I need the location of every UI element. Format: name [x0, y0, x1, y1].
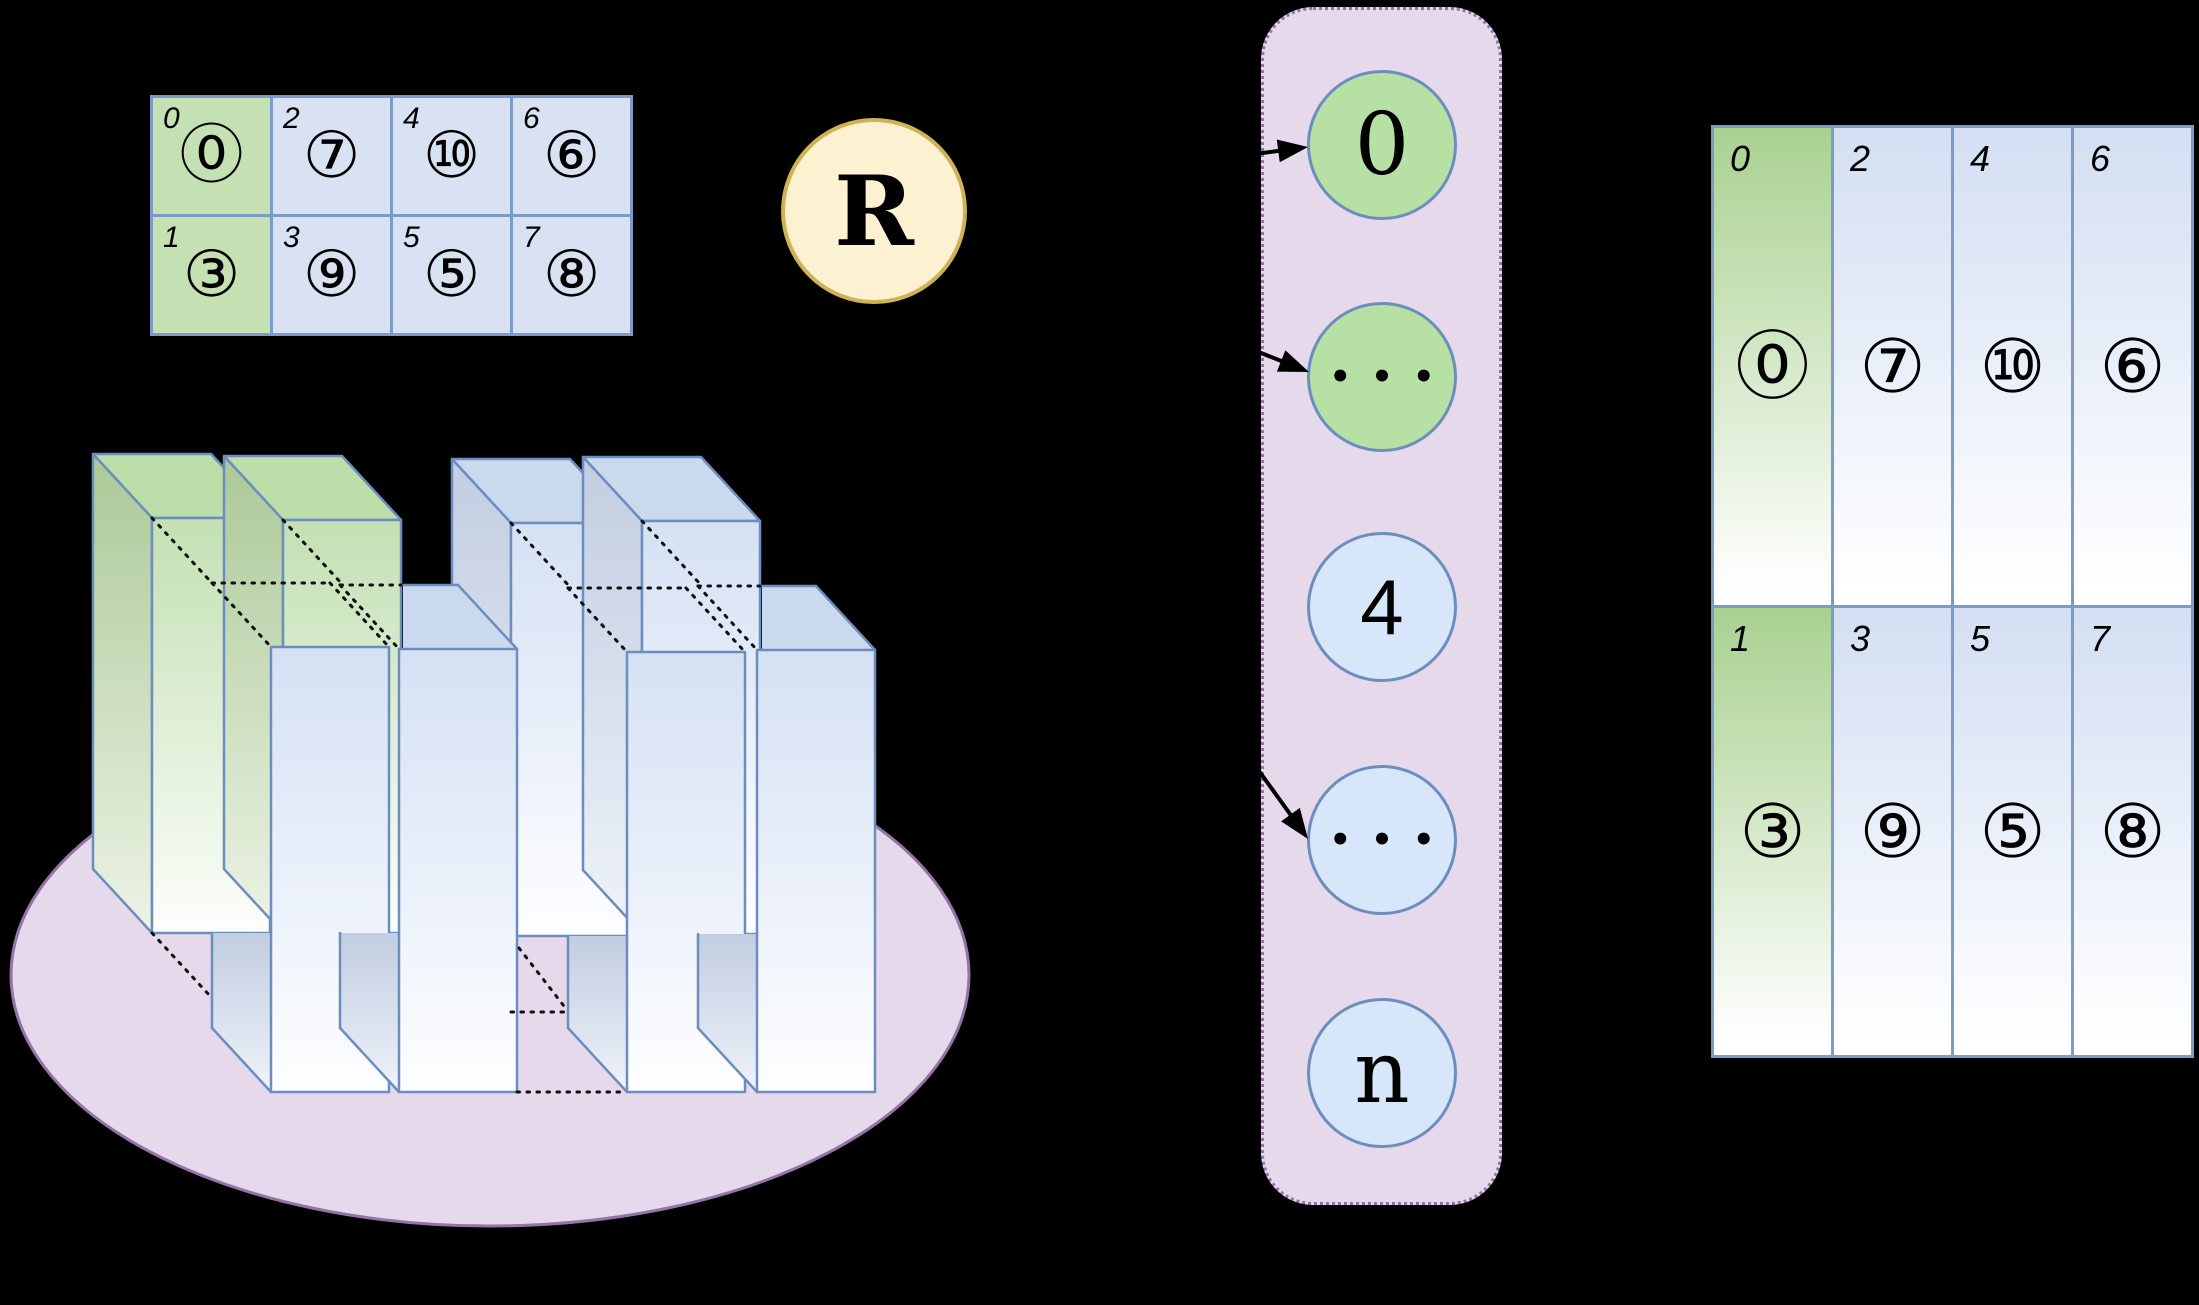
pointer-item-label: •••: [1329, 357, 1455, 397]
cell-value: ⑥: [542, 119, 601, 193]
cell-index: 2: [1850, 138, 1871, 179]
pointer-item-ellipsis: •••: [1307, 765, 1457, 915]
cell-index: 6: [523, 102, 540, 135]
cell-value: ③: [182, 238, 241, 312]
cell-value: ⑤: [1979, 788, 2046, 875]
cell-value: ⑨: [1859, 788, 1926, 875]
cell-index: 5: [403, 221, 420, 254]
relation-node: R: [781, 118, 967, 304]
pointer-item-0: 0: [1307, 70, 1457, 220]
pointer-item-4: 4: [1307, 532, 1457, 682]
cell-value: ⑥: [2099, 323, 2166, 410]
cell-value: ⓪: [1735, 323, 1810, 410]
cell-value: ⑤: [422, 238, 481, 312]
cell-value: ⑦: [302, 119, 361, 193]
cell-index: 7: [523, 221, 540, 254]
cell-value: ⑨: [302, 238, 361, 312]
cell-value: ⓪: [179, 119, 244, 193]
cell-value: ⑩: [1979, 323, 2046, 410]
cell-index: 1: [1730, 618, 1751, 659]
cell-index: 6: [2090, 138, 2111, 179]
pointer-item-label: 4: [1360, 563, 1404, 651]
cell-index: 2: [283, 102, 300, 135]
cell-index: 3: [283, 221, 300, 254]
cell-index: 4: [1970, 138, 1991, 179]
cell-index: 1: [163, 221, 180, 254]
cell-value: ⑩: [422, 119, 481, 193]
cell-index: 3: [1850, 618, 1871, 659]
cell-value: ③: [1739, 788, 1806, 875]
cell-index: 0: [1730, 138, 1751, 179]
cell-index: 0: [163, 102, 180, 135]
pointer-item-ellipsis: •••: [1307, 302, 1457, 452]
bars-3d-figure: [9, 452, 971, 1228]
cell-value: ⑧: [542, 238, 601, 312]
pointer-item-label: 0: [1354, 95, 1410, 195]
cell-index: 7: [2090, 618, 2111, 659]
pointer-item-label: n: [1354, 1023, 1410, 1123]
cell-index: 5: [1970, 618, 1991, 659]
cell-value: ⑦: [1859, 323, 1926, 410]
pointer-item-n: n: [1307, 998, 1457, 1148]
cell-index: 4: [403, 102, 420, 135]
pointer-item-label: •••: [1329, 820, 1455, 860]
cell-value: ⑧: [2099, 788, 2166, 875]
relation-node-label: R: [834, 154, 914, 268]
